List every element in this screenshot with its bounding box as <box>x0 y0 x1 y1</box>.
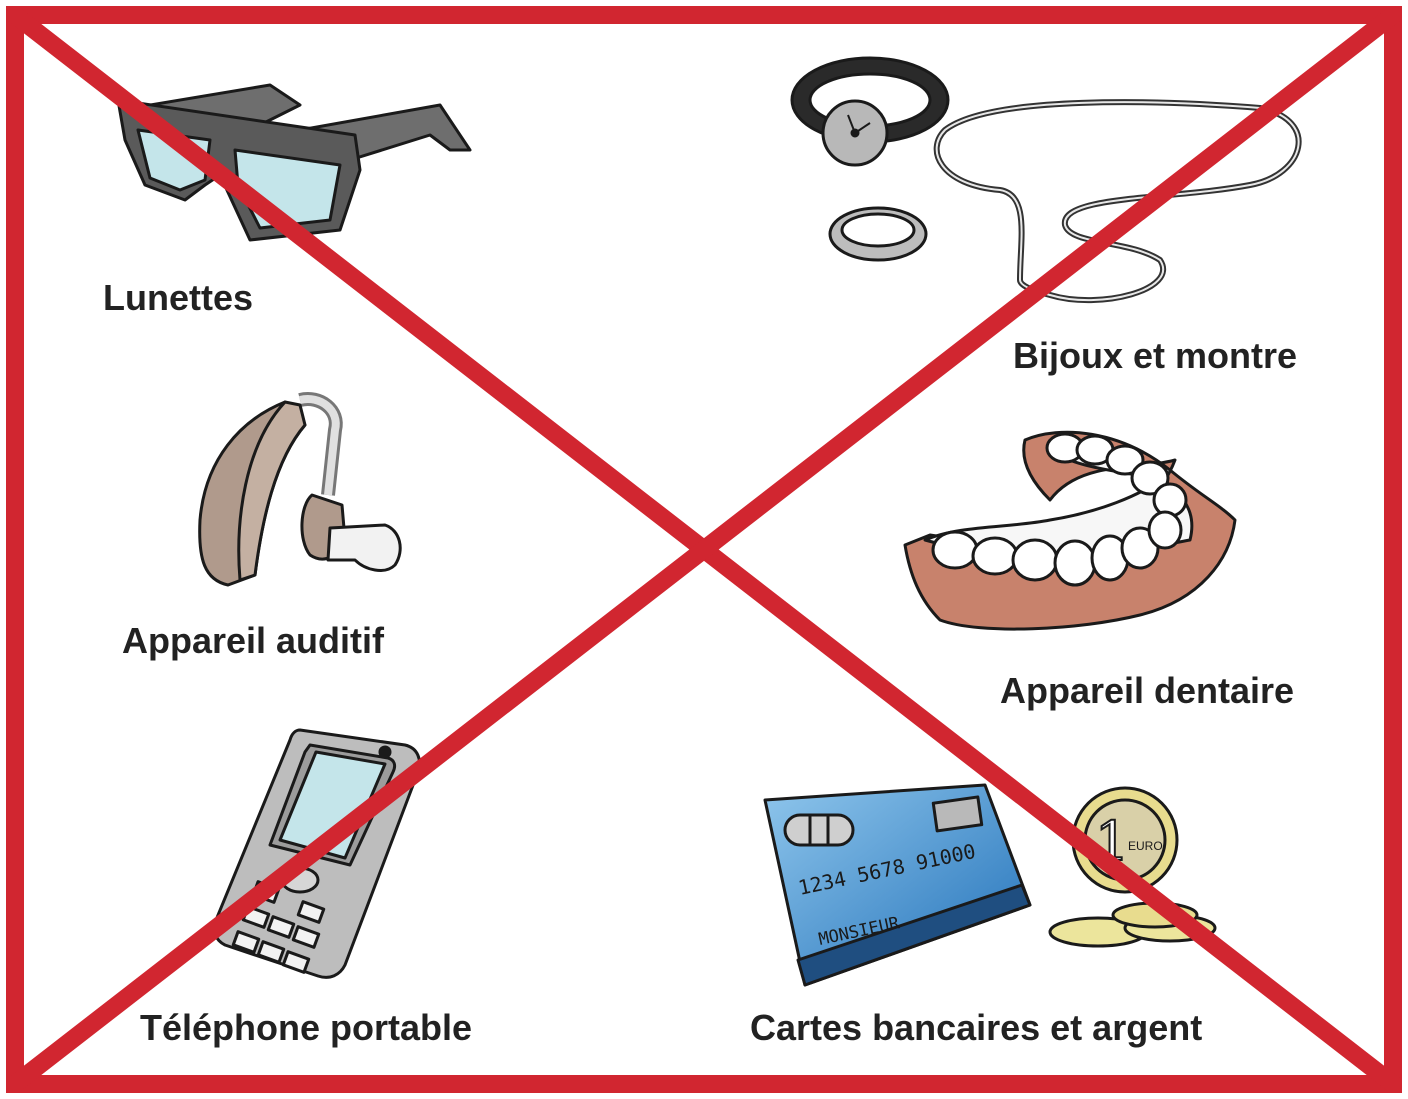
label-cards-money: Cartes bancaires et argent <box>750 1007 1203 1048</box>
label-phone: Téléphone portable <box>140 1007 473 1048</box>
svg-text:EURO: EURO <box>1128 839 1163 853</box>
label-dentures: Appareil dentaire <box>1000 670 1295 711</box>
watch-icon <box>790 56 950 167</box>
glasses-icon <box>116 83 472 242</box>
hearing-aid-icon <box>198 392 402 587</box>
dentures-icon <box>903 430 1237 631</box>
bank-card-icon: 1234 5678 91000 MONSIEUR <box>763 783 1032 987</box>
mobile-phone-icon <box>212 728 421 979</box>
label-hearing-aid: Appareil auditif <box>122 620 385 661</box>
ring-icon <box>828 206 928 262</box>
label-glasses: Lunettes <box>103 277 254 318</box>
necklace-icon <box>933 99 1302 304</box>
label-jewelry: Bijoux et montre <box>1013 335 1298 376</box>
prohibition-cross-icon <box>6 6 1402 1093</box>
